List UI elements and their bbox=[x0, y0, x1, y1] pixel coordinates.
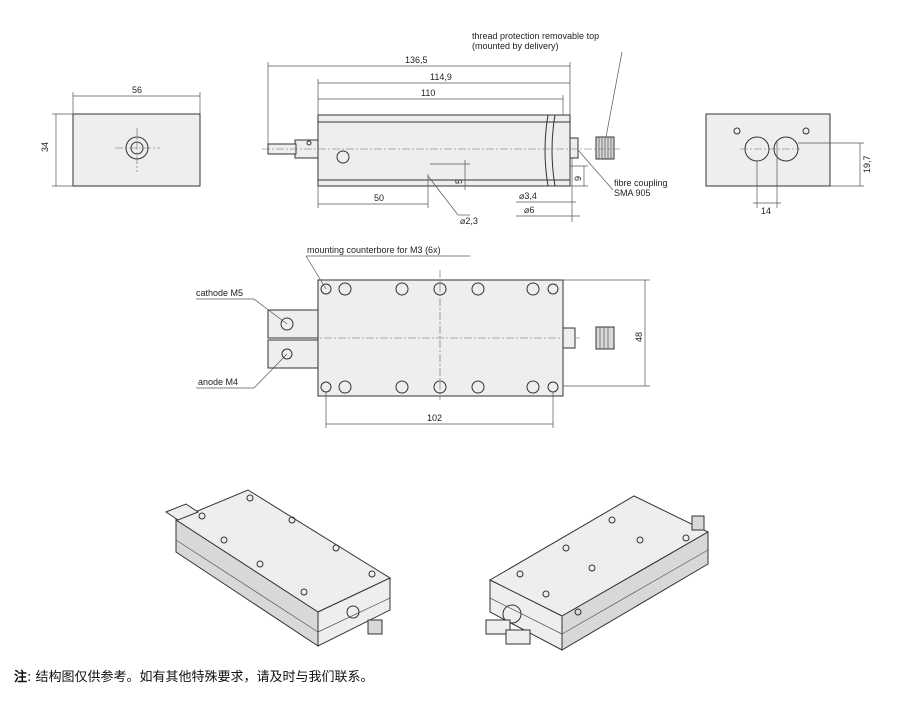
iso-right-terminal bbox=[502, 604, 522, 624]
counterbore-label: mounting counterbore for M3 (6x) bbox=[307, 245, 441, 255]
footnote-text: : 结构图仅供参考。如有其他特殊要求，请及时与我们联系。 bbox=[27, 670, 374, 685]
plan-fibre-stub bbox=[562, 327, 576, 349]
iso-left-tab bbox=[164, 503, 200, 521]
plan-width-dim: 48 bbox=[634, 332, 644, 342]
iso-right-holes bbox=[516, 516, 690, 616]
iso-left-port bbox=[346, 605, 360, 619]
body-length-a-dim: 114,9 bbox=[430, 72, 452, 82]
iso-left-holes bbox=[198, 494, 376, 596]
left-end-view: 56 34 bbox=[40, 85, 201, 187]
cathode-label: cathode M5 bbox=[196, 288, 243, 298]
right-width-dim: 14 bbox=[761, 206, 771, 216]
iso-right-cap bbox=[691, 515, 705, 531]
offset-50-dim: 50 bbox=[374, 193, 384, 203]
dia-34-dim: ⌀3,4 bbox=[519, 191, 537, 201]
sma-label: SMA 905 bbox=[614, 188, 651, 198]
end-width-dim: 56 bbox=[132, 85, 142, 95]
end-height-dim: 34 bbox=[40, 142, 50, 152]
right-end-body bbox=[705, 113, 831, 187]
dia-6-dim: ⌀6 bbox=[524, 205, 534, 215]
body-length-b-dim: 110 bbox=[421, 88, 435, 98]
mounting-holes bbox=[320, 282, 559, 394]
side-view-body bbox=[317, 114, 571, 187]
plan-length-dim: 102 bbox=[427, 413, 442, 423]
iso-left-cap bbox=[367, 619, 383, 635]
overall-length-dim: 136,5 bbox=[405, 55, 428, 65]
left-end-body bbox=[72, 113, 201, 187]
mounted-by-delivery-label: (mounted by delivery) bbox=[472, 41, 559, 51]
side-view: 136,5 114,9 110 50 5 ⌀2,3 ⌀3,4 ⌀6 9 fibr… bbox=[262, 31, 668, 226]
iso-right-side bbox=[489, 579, 563, 651]
side-label-icon bbox=[336, 150, 350, 164]
anode-terminal bbox=[267, 339, 319, 369]
plan-thread-cap bbox=[595, 326, 615, 350]
height-9-dim: 9 bbox=[573, 176, 583, 181]
plan-view: 48 102 mounting counterbore for M3 (6x) … bbox=[196, 245, 650, 428]
right-height-dim: 19,7 bbox=[862, 155, 872, 173]
isometric-view-left bbox=[164, 489, 392, 647]
right-end-view: 14 19,7 bbox=[705, 113, 872, 216]
iso-right-tab-b bbox=[505, 629, 531, 645]
fibre-coupling-stub bbox=[569, 137, 579, 159]
hole-23-dim: ⌀2,3 bbox=[460, 216, 478, 226]
offset-5-dim: 5 bbox=[454, 179, 464, 184]
thread-protection-label: thread protection removable top bbox=[472, 31, 599, 41]
anode-label: anode M4 bbox=[198, 377, 238, 387]
iso-left-side bbox=[317, 577, 391, 647]
isometric-view-right bbox=[485, 495, 710, 651]
fibre-coupling-label: fibre coupling bbox=[614, 178, 668, 188]
footnote: 注: 结构图仅供参考。如有其他特殊要求，请及时与我们联系。 bbox=[14, 666, 374, 685]
footnote-label: 注 bbox=[14, 670, 28, 685]
